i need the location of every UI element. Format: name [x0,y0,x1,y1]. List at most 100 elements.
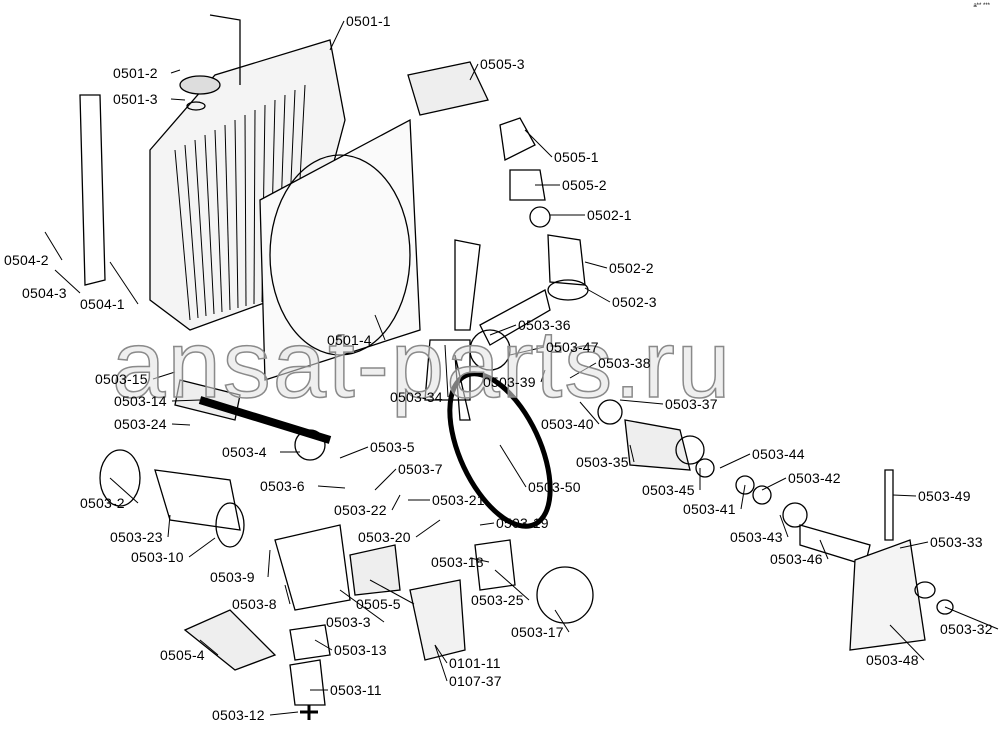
leader-line [579,401,600,425]
leader-line [899,541,929,549]
leader-line [54,269,81,294]
hose-lower [183,609,277,671]
part-label-0503-37: 0503-37 [665,396,718,412]
leader-line [44,231,63,261]
part-label-0504-3: 0504-3 [22,285,67,301]
leader-line [779,514,789,538]
leader-line [188,537,216,558]
part-label-0503-22: 0503-22 [334,502,387,518]
part-label-0503-48: 0503-48 [866,652,919,668]
part-label-0502-3: 0502-3 [612,294,657,310]
leader-line [284,584,291,605]
leader-line [434,644,448,664]
leader-line [524,129,553,158]
radiator-fin [204,134,215,315]
part-label-0503-42: 0503-42 [788,470,841,486]
radiator-fin [174,149,191,321]
part-label-0505-2: 0505-2 [562,177,607,193]
leader-line [619,399,664,405]
part-label-0503-38: 0503-38 [598,355,651,371]
radiator-fin [214,129,223,313]
thermostat-housing [547,234,586,286]
leader-line [374,314,386,341]
leader-line [415,519,441,538]
part-label-0503-6: 0503-6 [260,478,305,494]
gasket-outlet [509,169,546,201]
part-label-0501-1: 0501-1 [346,13,391,29]
part-label-0503-36: 0503-36 [518,317,571,333]
leader-line [374,468,397,491]
leader-line [892,494,917,497]
leader-line [740,484,746,510]
part-label-0503-9: 0503-9 [210,569,255,585]
part-label-0107-37: 0107-37 [449,673,502,689]
part-label-0503-15: 0503-15 [95,371,148,387]
part-label-0505-1: 0505-1 [554,149,599,165]
radiator-fin [244,114,247,307]
leader-line [314,639,333,651]
hose-upper [407,61,489,116]
leader-line [267,549,271,578]
leader-line [199,639,219,656]
leader-line [329,20,345,51]
part-label-0504-2: 0504-2 [4,252,49,268]
leader-line [339,446,369,459]
part-label-0503-24: 0503-24 [114,416,167,432]
leader-line [819,539,829,560]
leader-line [469,63,479,81]
pump-elbow [274,524,351,611]
part-label-0504-1: 0504-1 [80,296,125,312]
pump-gear [294,429,326,461]
part-label-0503-25: 0503-25 [471,592,524,608]
hose-short [349,544,401,596]
washer [695,458,715,478]
part-label-0503-43: 0503-43 [730,529,783,545]
part-label-0503-34: 0503-34 [390,389,443,405]
leader-line [109,261,139,305]
impeller [536,566,594,624]
part-label-0503-21: 0503-21 [432,492,485,508]
leader-line [369,579,415,605]
leader-line [629,444,635,463]
leader-line [444,344,449,398]
bracket [849,539,926,651]
leader-line [469,557,490,563]
snap-ring [782,502,808,528]
leader-line [391,494,401,511]
part-label-0101-11: 0101-11 [449,655,501,671]
radiator-fin [194,139,207,317]
washer [735,475,755,495]
pump-shaft [198,396,332,444]
leader-line [434,644,448,682]
leader-line [584,261,608,269]
fan-shroud [259,118,421,381]
radiator-fin [253,109,256,305]
leader-line [479,522,495,526]
leader-line [167,514,171,538]
part-label-0503-8: 0503-8 [232,596,277,612]
nut [936,599,954,615]
thermostat [529,206,551,228]
part-label-0503-18: 0503-18 [431,554,484,570]
part-label-0503-39: 0503-39 [483,374,536,390]
radiator-fin [184,144,199,319]
part-label-0503-13: 0503-13 [334,642,387,658]
part-label-0503-3: 0503-3 [326,614,371,630]
part-label-0503-50: 0503-50 [528,479,581,495]
part-label-0503-35: 0503-35 [576,454,629,470]
washer [914,581,936,599]
seal [474,539,516,591]
radiator-fin [234,119,239,309]
part-label-0501-3: 0501-3 [113,91,158,107]
part-label-0503-5: 0503-5 [370,439,415,455]
part-label-0503-4: 0503-4 [222,444,267,460]
part-label-0503-10: 0503-10 [131,549,184,565]
part-label-0503-47: 0503-47 [546,339,599,355]
part-label-0503-19: 0503-19 [496,515,549,531]
fan-belt [447,371,553,529]
drain-cock [300,705,318,720]
part-label-0505-3: 0505-3 [480,56,525,72]
part-label-0503-11: 0503-11 [330,682,382,698]
part-label-0503-14: 0503-14 [114,393,167,409]
